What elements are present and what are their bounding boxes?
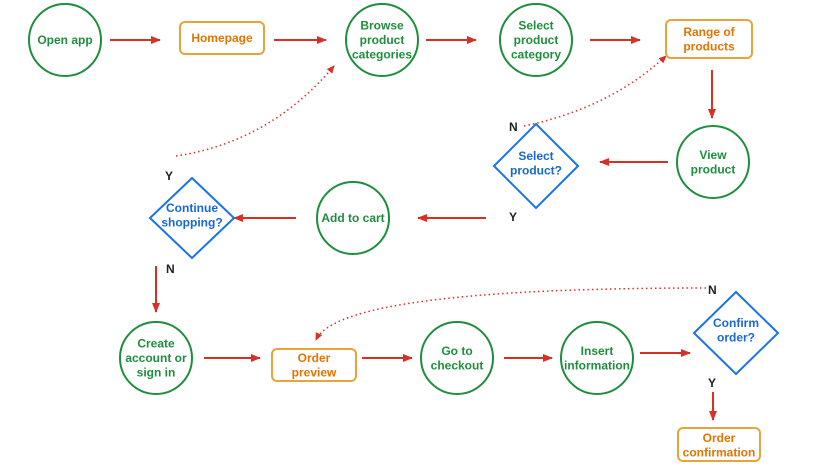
node-label-line: Range of: [683, 25, 735, 39]
node-label-line: categories: [352, 48, 412, 62]
node-label-line: Order: [703, 431, 736, 445]
node-label-line: View: [699, 148, 727, 162]
node-label-line: confirmation: [683, 445, 756, 459]
node-label-line: Select: [518, 149, 553, 163]
branch-label-confirm-yes: Y: [708, 376, 716, 390]
node-label-line: product: [514, 33, 559, 47]
dotted-arrow-confirm-to-preview: [315, 287, 707, 341]
node-label-line: order?: [717, 330, 755, 344]
node-label-line: Browse: [360, 19, 404, 33]
dotted-arrow-continue-to-browse: [175, 65, 335, 157]
node-label-line: product: [691, 162, 736, 176]
node-label-line: shopping?: [161, 215, 222, 229]
node-label-line: Order: [298, 351, 331, 365]
solid-connectors: [110, 36, 717, 421]
node-label-line: checkout: [431, 358, 484, 372]
node-label-line: sign in: [137, 366, 176, 380]
node-label-line: Insert: [581, 344, 614, 358]
node-label-line: Confirm: [713, 316, 759, 330]
branch-label-select-product-yes: Y: [509, 210, 517, 224]
dotted-connectors: [175, 55, 707, 341]
node-label-line: product?: [510, 163, 562, 177]
node-label-line: product: [360, 33, 405, 47]
branch-label-confirm-no: N: [708, 283, 717, 297]
node-label-line: preview: [292, 365, 337, 379]
node-label-line: products: [683, 39, 735, 53]
node-label-line: Open app: [37, 33, 92, 47]
node-label-line: information: [564, 358, 630, 372]
node-label-line: Continue: [166, 201, 218, 215]
node-label-line: Add to cart: [321, 211, 384, 225]
node-label-line: Go to: [441, 344, 472, 358]
node-label-line: Select: [518, 19, 553, 33]
node-open-app: Open app: [28, 3, 102, 77]
node-label: Homepage: [191, 31, 253, 45]
node-label-line: category: [511, 48, 561, 62]
node-label: Add to cart: [321, 211, 384, 225]
branch-label-continue-yes: Y: [165, 169, 173, 183]
node-label-line: Homepage: [191, 31, 253, 45]
branch-label-select-product-no: N: [509, 120, 518, 134]
node-label-line: account or: [125, 351, 187, 365]
branch-label-continue-no: N: [166, 262, 175, 276]
node-label: Open app: [37, 33, 92, 47]
node-homepage: Homepage: [179, 21, 265, 55]
node-add-to-cart: Add to cart: [316, 181, 390, 255]
node-label-line: Create: [137, 337, 175, 351]
